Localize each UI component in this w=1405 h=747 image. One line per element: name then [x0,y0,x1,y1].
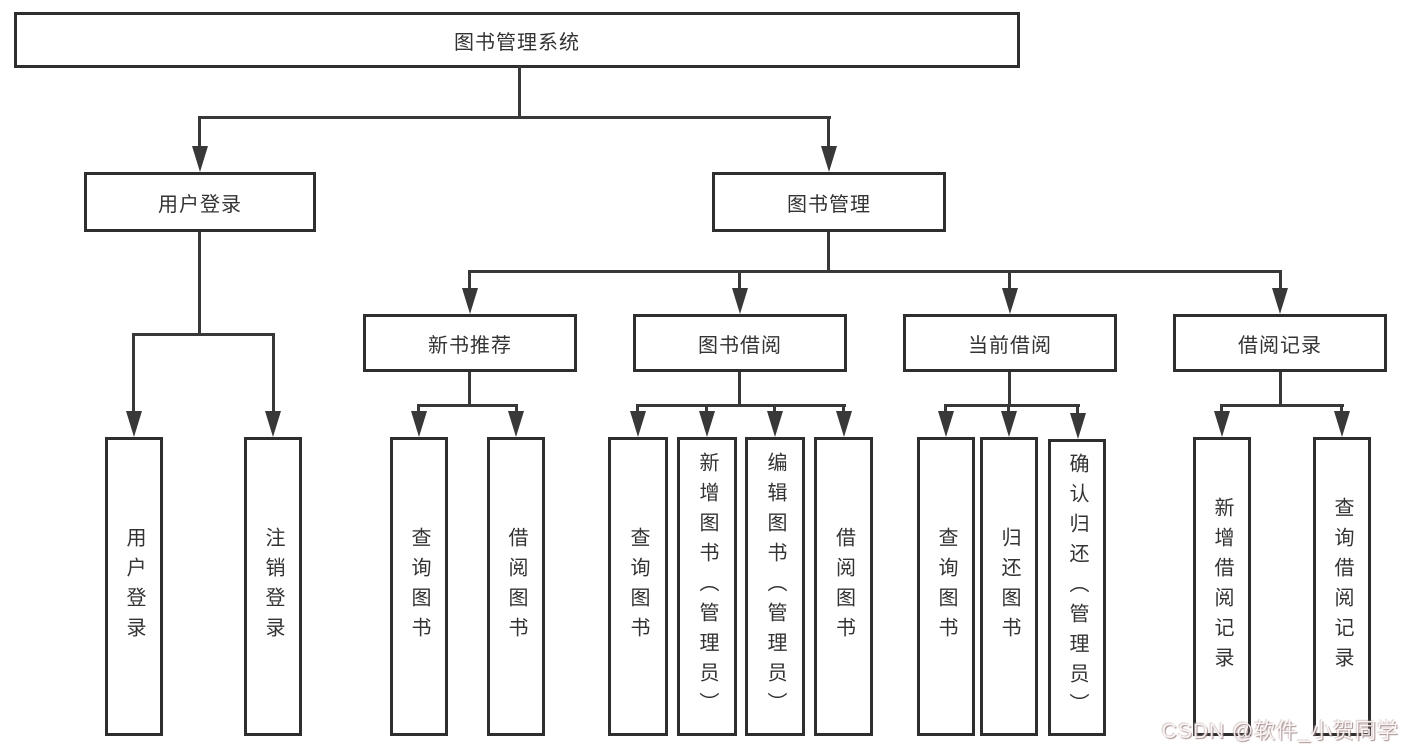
connector-line [417,404,420,416]
connector-line [738,270,741,292]
leaf-confirm-return-admin-label: 确认归还（管理员） [1066,452,1088,723]
leaf-query-borrow-record: 查询借阅记录 [1313,437,1371,736]
arrow-down-icon [767,411,783,437]
leaf-borrow-books-1: 借阅图书 [487,437,545,736]
connector-line [636,404,846,407]
arrow-down-icon [508,411,524,437]
connector-line [944,404,947,416]
arrow-down-icon [630,411,646,437]
node-borrowing-records: 借阅记录 [1173,314,1387,372]
connector-line [944,404,1080,407]
node-user-login: 用户登录 [84,172,316,232]
arrow-down-icon [821,146,837,172]
node-book-borrowing-label: 图书借阅 [698,334,782,357]
arrow-down-icon [938,411,954,437]
leaf-query-books-1: 查询图书 [390,437,448,736]
arrow-down-icon [192,146,208,172]
leaf-edit-books-admin-label: 编辑图书（管理员） [764,451,786,722]
connector-line [518,66,521,119]
connector-line [468,372,471,407]
connector-line [1220,404,1223,416]
leaf-user-login-label: 用户登录 [123,526,145,647]
connector-line [132,333,275,336]
leaf-add-borrow-record: 新增借阅记录 [1193,437,1251,736]
leaf-query-books-1-label: 查询图书 [408,526,430,647]
connector-line [738,372,741,407]
node-root-label: 图书管理系统 [454,31,580,54]
arrow-down-icon [411,411,427,437]
arrow-down-icon [462,288,478,314]
arrow-down-icon [1001,411,1017,437]
leaf-query-books-2: 查询图书 [608,437,668,736]
connector-line [468,270,471,292]
connector-line [272,333,275,415]
arrow-down-icon [1070,413,1086,439]
connector-line [827,232,830,273]
connector-line [1076,404,1079,416]
node-root: 图书管理系统 [14,12,1020,68]
leaf-return-books-label: 归还图书 [998,526,1020,647]
leaf-logout: 注销登录 [244,437,302,736]
node-current-borrowing: 当前借阅 [903,314,1117,372]
connector-line [636,404,639,416]
leaf-return-books: 归还图书 [980,437,1038,736]
leaf-logout-label: 注销登录 [262,526,284,647]
leaf-edit-books-admin: 编辑图书（管理员） [745,437,805,736]
connector-line [842,404,845,416]
connector-line [1008,270,1011,292]
node-new-book-recommend-label: 新书推荐 [428,334,512,357]
leaf-borrow-books-1-label: 借阅图书 [505,526,527,647]
connector-line [198,116,201,150]
connector-line [417,404,518,407]
arrow-down-icon [1002,288,1018,314]
leaf-add-books-admin: 新增图书（管理员） [677,437,737,736]
node-borrowing-records-label: 借阅记录 [1238,334,1322,357]
csdn-watermark: CSDN @软件_小贺同学 [1161,720,1399,743]
node-new-book-recommend: 新书推荐 [363,314,577,372]
leaf-add-books-admin-label: 新增图书（管理员） [696,451,718,722]
leaf-add-borrow-record-label: 新增借阅记录 [1211,496,1233,677]
node-book-management-label: 图书管理 [787,193,871,216]
connector-line [198,232,201,336]
connector-line [468,270,1282,273]
arrow-down-icon [1214,411,1230,437]
leaf-query-books-3-label: 查询图书 [935,526,957,647]
node-current-borrowing-label: 当前借阅 [968,334,1052,357]
leaf-borrow-books-2-label: 借阅图书 [832,526,855,647]
connector-line [1340,404,1343,416]
connector-line [1220,404,1344,407]
connector-line [773,404,776,416]
leaf-confirm-return-admin: 确认归还（管理员） [1048,439,1106,736]
connector-line [1008,372,1011,407]
connector-line [198,116,831,119]
leaf-query-books-2-label: 查询图书 [627,526,649,647]
node-book-borrowing: 图书借阅 [633,314,847,372]
connector-line [827,116,830,150]
connector-line [515,404,518,416]
arrow-down-icon [699,411,715,437]
connector-line [1279,270,1282,292]
arrow-down-icon [126,411,142,437]
leaf-user-login: 用户登录 [105,437,163,736]
leaf-query-books-3: 查询图书 [917,437,975,736]
connector-line [1279,372,1282,407]
arrow-down-icon [1272,288,1288,314]
connector-line [132,333,135,415]
arrow-down-icon [732,288,748,314]
arrow-down-icon [1334,411,1350,437]
connector-line [1007,404,1010,416]
connector-line [705,404,708,416]
arrow-down-icon [836,411,852,437]
leaf-query-borrow-record-label: 查询借阅记录 [1331,496,1353,677]
leaf-borrow-books-2: 借阅图书 [814,437,873,736]
node-book-management: 图书管理 [712,172,946,232]
node-user-login-label: 用户登录 [158,193,242,216]
arrow-down-icon [265,411,281,437]
